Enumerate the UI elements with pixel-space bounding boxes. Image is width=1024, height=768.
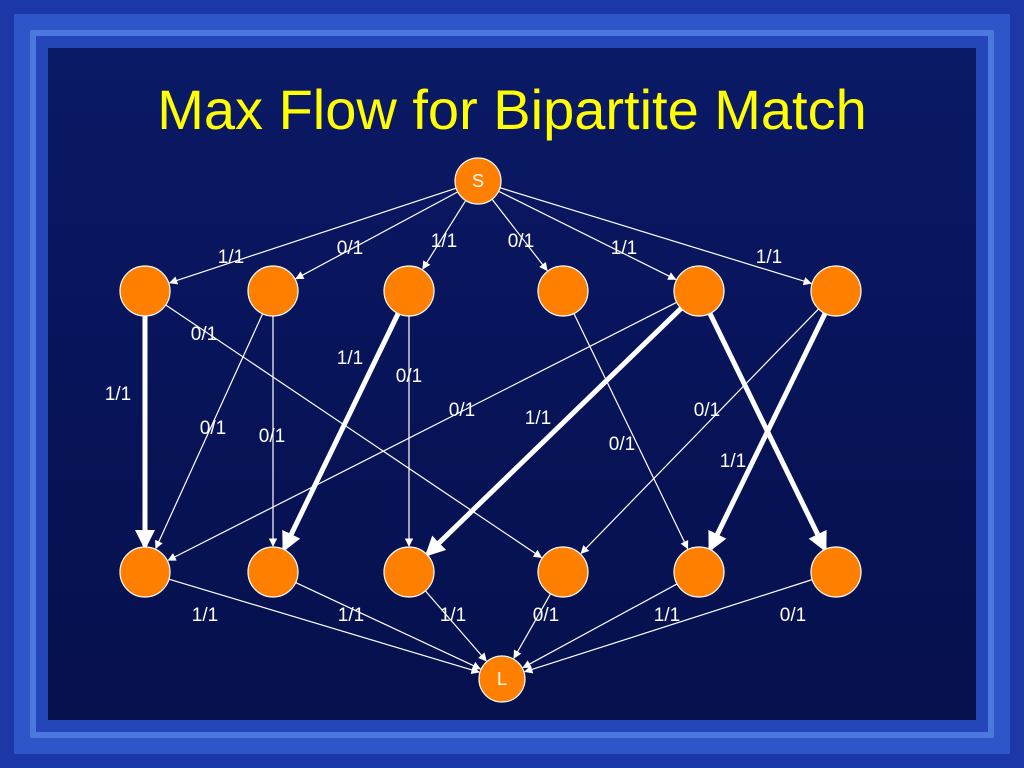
flow-label-left-2-to-right-2: 0/1 xyxy=(259,426,285,447)
edge-source-to-left-4 xyxy=(491,198,548,272)
right-node-1 xyxy=(119,546,171,598)
flow-label-left-4-to-right-5: 0/1 xyxy=(609,434,635,455)
flow-label-left-1-to-right-1: 1/1 xyxy=(105,384,131,405)
edge-right-6-to-sink xyxy=(524,579,813,674)
flow-label-source-to-left-5: 1/1 xyxy=(611,238,637,259)
slide-canvas: Max Flow for Bipartite Match S L 1/1 0/1 1/1… xyxy=(48,48,976,720)
flow-label-right-6-to-sink: 0/1 xyxy=(780,605,806,626)
edge-right-5-to-sink xyxy=(522,583,678,669)
flow-label-source-to-left-1: 1/1 xyxy=(218,247,244,268)
left-node-3 xyxy=(383,265,435,317)
edge-right-4-to-sink xyxy=(513,593,552,659)
right-node-6 xyxy=(810,546,862,598)
flow-label-left-1-to-right-4: 0/1 xyxy=(191,324,217,345)
source-node: S xyxy=(454,157,502,205)
edge-source-to-left-5 xyxy=(498,190,677,280)
edge-left-5-to-right-1 xyxy=(167,301,677,561)
flow-label-left-2-to-right-1: 0/1 xyxy=(200,418,226,439)
flow-label-source-to-left-6: 1/1 xyxy=(756,247,782,268)
right-node-4 xyxy=(537,546,589,598)
flow-label-left-6-to-right-4: 0/1 xyxy=(694,400,720,421)
left-node-5 xyxy=(673,265,725,317)
left-node-2 xyxy=(247,265,299,317)
flow-label-source-to-left-4: 0/1 xyxy=(508,231,534,252)
flow-label-right-3-to-sink: 1/1 xyxy=(440,605,466,626)
flow-label-left-3-to-right-3: 0/1 xyxy=(396,366,422,387)
edge-left-5-to-right-3 xyxy=(424,306,683,557)
sink-node: L xyxy=(478,655,526,703)
left-node-6 xyxy=(810,265,862,317)
bipartite-flow-graph: S L 1/1 0/1 1/1 0/1 1/1 1/1 1/1 0/1 0/1 0/1 1/1 0/1 0/… xyxy=(105,157,862,703)
sink-node-label: L xyxy=(497,669,507,689)
flow-label-left-3-to-right-2: 1/1 xyxy=(337,348,363,369)
edge-left-6-to-right-4 xyxy=(580,308,820,554)
flow-label-right-4-to-sink: 0/1 xyxy=(533,605,559,626)
flow-label-left-5-to-right-1: 0/1 xyxy=(449,400,475,421)
edge-left-1-to-right-4 xyxy=(165,304,543,558)
flow-label-right-1-to-sink: 1/1 xyxy=(192,605,218,626)
left-node-4 xyxy=(537,265,589,317)
edge-source-to-left-2 xyxy=(295,191,459,280)
edge-right-3-to-sink xyxy=(424,590,487,662)
right-node-5 xyxy=(673,546,725,598)
edge-left-2-to-right-1 xyxy=(155,313,264,550)
edge-source-to-left-3 xyxy=(422,200,467,270)
edge-source-to-left-1 xyxy=(168,187,457,285)
right-node-2 xyxy=(247,546,299,598)
edge-left-3-to-right-2 xyxy=(282,312,401,553)
left-node-1 xyxy=(119,265,171,317)
edge-left-4-to-right-5 xyxy=(573,313,689,550)
flow-label-source-to-left-2: 0/1 xyxy=(337,238,363,259)
edge-right-1-to-sink xyxy=(168,578,480,674)
flow-label-right-5-to-sink: 1/1 xyxy=(654,605,680,626)
flow-label-source-to-left-3: 1/1 xyxy=(431,231,457,252)
flow-label-left-6-to-right-5: 1/1 xyxy=(720,451,746,472)
edge-right-2-to-sink xyxy=(295,582,482,670)
slide-title: Max Flow for Bipartite Match xyxy=(157,78,867,141)
edge-left-6-to-right-5 xyxy=(708,312,828,553)
right-node-3 xyxy=(383,546,435,598)
edge-source-to-left-6 xyxy=(499,187,812,286)
source-node-label: S xyxy=(472,171,484,191)
flow-label-right-2-to-sink: 1/1 xyxy=(338,605,364,626)
flow-label-left-5-to-right-3: 1/1 xyxy=(525,408,551,429)
